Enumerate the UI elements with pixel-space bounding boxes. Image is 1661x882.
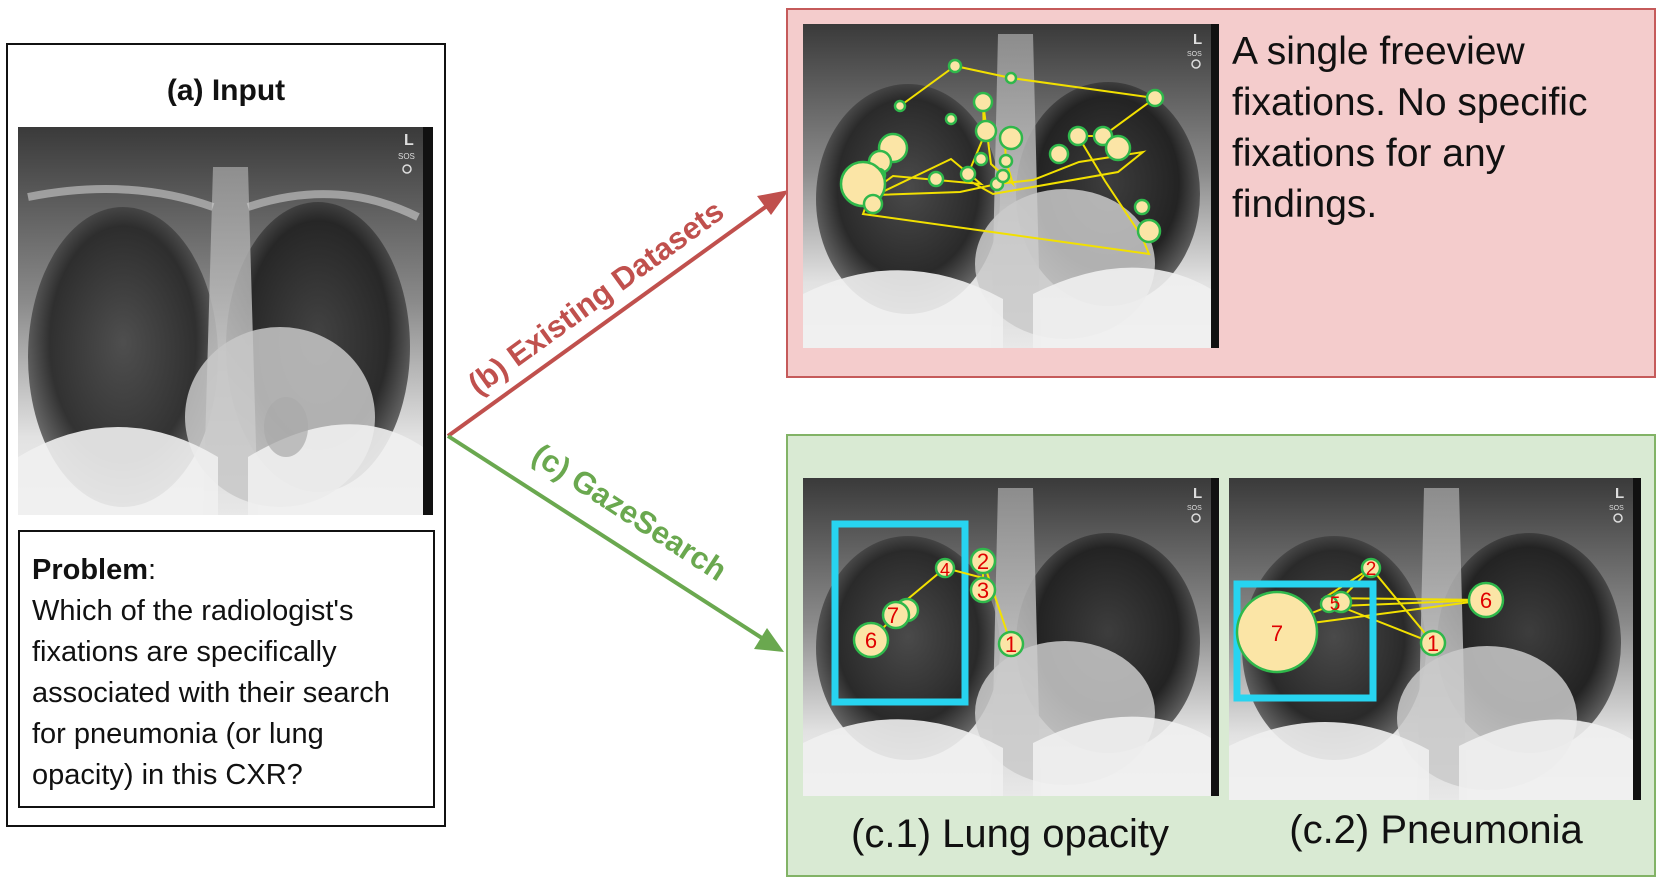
xray-marker-letter: L [404,132,414,149]
problem-text: Which of the radiologist's fixations are… [32,595,390,791]
fixation-number: 2 [977,549,989,574]
xray-marker-code: SOS [1609,505,1624,512]
existing-description: A single freeview fixations. No specific… [1232,30,1588,226]
lung-opacity-xray-image: L SOS 1 2 3 4 6 7 [803,478,1219,796]
fixation-number: 6 [1480,588,1492,613]
xray-marker-letter: L [1193,31,1202,48]
fixation-number: 5 [1330,594,1341,615]
xray-marker-code: SOS [398,152,415,161]
fixation-number: 1 [1427,631,1439,656]
xray-marker-letter: L [1615,485,1624,502]
problem-colon: : [148,554,157,586]
gaze-arrow [446,434,767,642]
fixation-number: 4 [940,560,950,580]
input-title: (a) Input [166,74,286,107]
fixation-number: 7 [1271,621,1283,646]
problem-label: Problem [32,554,149,586]
existing-arrowhead [757,190,789,215]
fixation-number: 2 [1366,559,1377,580]
caption-lung-opacity: (c.1) Lung opacity [851,812,1169,856]
lung-opacity-fixations [852,547,1025,659]
fixation-number: 1 [1005,632,1017,657]
problem-box: Problem: Which of the radiologist's fixa… [18,530,435,808]
freeview-fixations [839,58,1165,244]
existing-arrow [446,201,773,438]
xray-marker-ring [1191,513,1201,523]
xray-marker-ring [1191,59,1201,69]
xray-marker-ring [402,164,412,174]
fixation-number: 3 [977,578,989,603]
pneumonia-xray-image: L SOS 1 2 5 6 7 [1229,478,1641,800]
existing-xray-image: L SOS [803,24,1219,348]
existing-arrow-label: (b) Existing Datasets [462,193,731,402]
gaze-arrowhead [754,628,784,652]
input-xray-image: L SOS [18,127,433,515]
fixation-number: 6 [865,628,877,653]
gaze-arrow-label: (c) GazeSearch [526,437,733,588]
xray-marker-code: SOS [1187,505,1202,512]
input-panel [6,43,446,827]
pneumonia-fixations [1319,557,1505,657]
pneumonia-large-fixation [1235,590,1319,674]
xray-marker-code: SOS [1187,51,1202,58]
lung-opacity-bbox [831,520,969,706]
fixation-number: 7 [887,603,899,628]
xray-marker-ring [1613,513,1623,523]
caption-pneumonia: (c.2) Pneumonia [1289,808,1583,852]
xray-marker-letter: L [1193,485,1202,502]
